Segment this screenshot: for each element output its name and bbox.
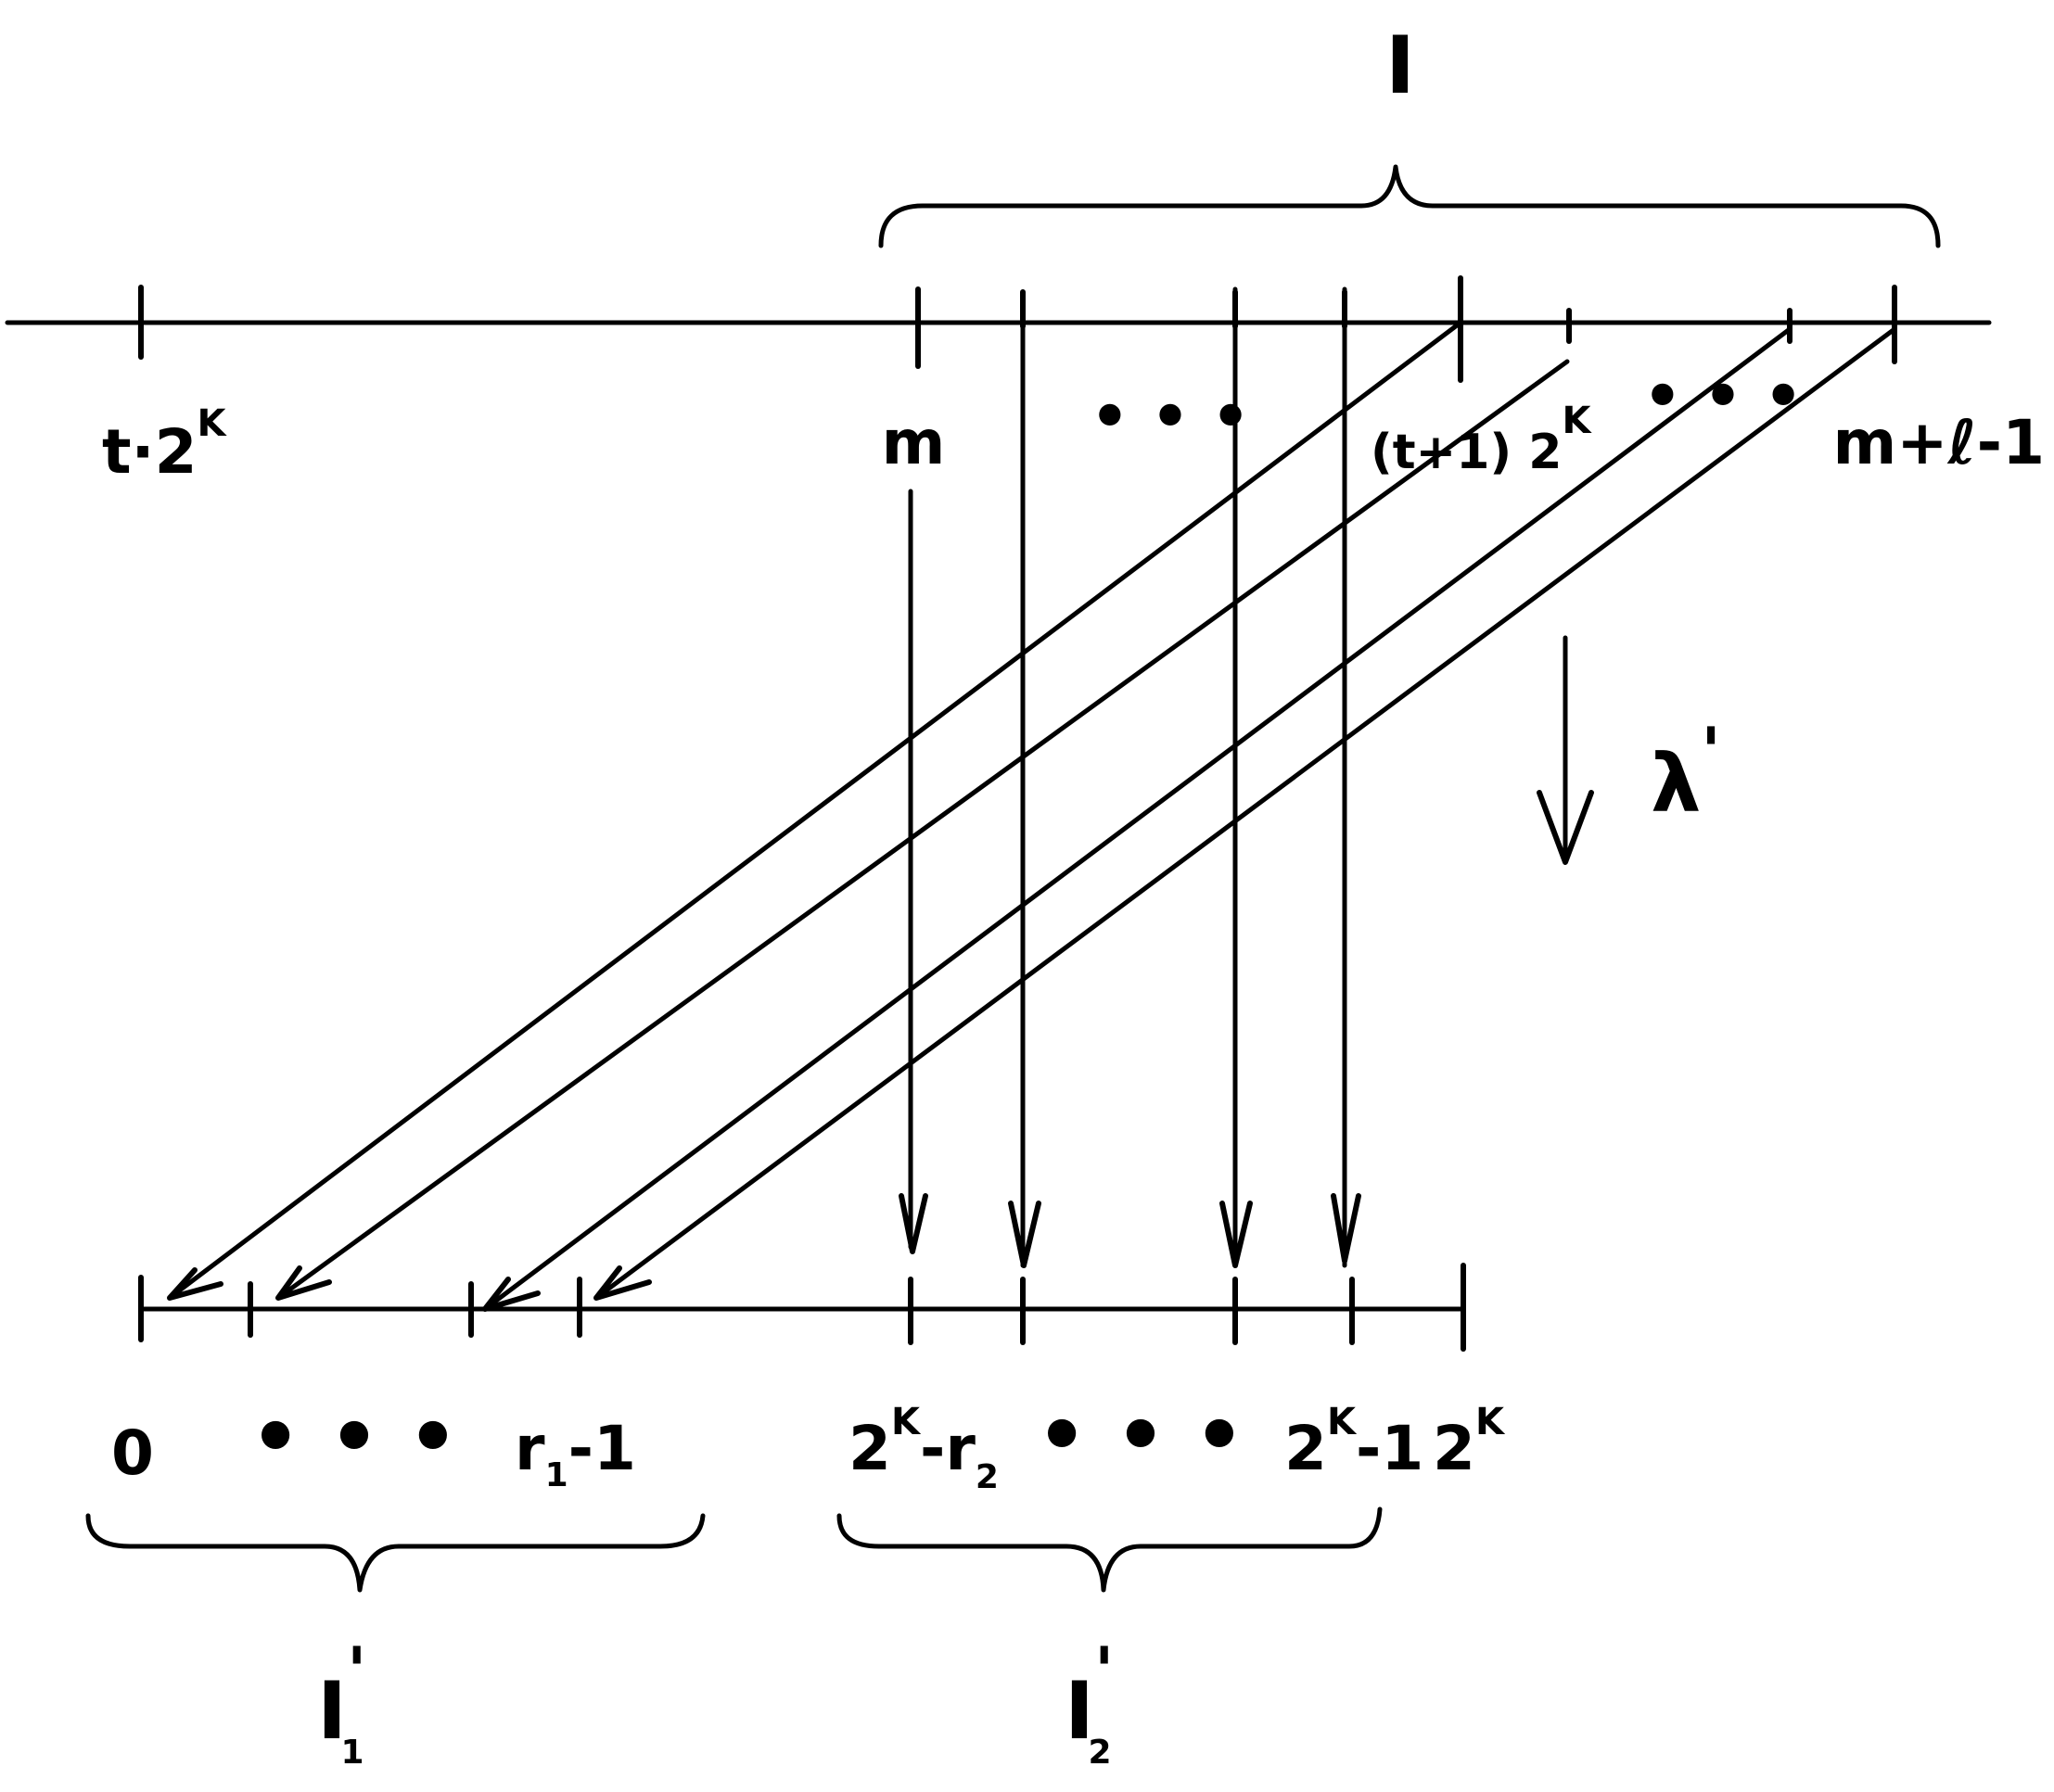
vertical-arrow-3-head bbox=[1219, 1201, 1253, 1268]
brace-1-label: I'1 bbox=[317, 1633, 366, 1772]
bottom-brace-2 bbox=[836, 1506, 1383, 1593]
label-dots-bottom-left: • • • bbox=[250, 1392, 459, 1484]
label-2k-minus-1: 2K-1 bbox=[1284, 1401, 1423, 1484]
label-zero: 0 bbox=[111, 1417, 154, 1489]
label-t1-2k: (t+1) 2K bbox=[1371, 400, 1592, 480]
diagonal-arrow-3 bbox=[482, 326, 1792, 1312]
diagonal-arrow-1 bbox=[167, 320, 1463, 1301]
top-brace-label: I bbox=[1385, 19, 1415, 112]
label-2k-minus-r2: 2K-r2 bbox=[848, 1401, 999, 1496]
label-dots-top-left: • • • bbox=[1091, 381, 1251, 452]
bottom-brace-1 bbox=[85, 1513, 706, 1593]
diagonal-arrow-1-head bbox=[167, 1267, 223, 1301]
diagonal-arrow-4-head bbox=[593, 1265, 652, 1301]
label-r1-minus-1: r1-1 bbox=[515, 1413, 636, 1494]
label-t2k: t·2K bbox=[102, 402, 228, 488]
diagonal-arrow-2-head bbox=[275, 1265, 332, 1301]
lambda-label: λ' bbox=[1651, 714, 1721, 831]
lambda-arrow-head bbox=[1537, 790, 1594, 865]
vertical-arrow-2-head bbox=[1008, 1201, 1041, 1268]
label-2k: 2K bbox=[1433, 1401, 1506, 1484]
diagonal-arrow-3-head bbox=[482, 1277, 541, 1312]
top-brace bbox=[878, 164, 1941, 248]
diagonal-arrow-2 bbox=[275, 359, 1570, 1301]
brace-2-label: I'2 bbox=[1065, 1633, 1114, 1772]
label-dots-bottom-right: • • • bbox=[1037, 1390, 1245, 1482]
label-m: m bbox=[882, 407, 946, 478]
label-m-l-1: m+ℓ-1 bbox=[1832, 407, 2045, 478]
vertical-arrow-1-head bbox=[899, 1193, 928, 1254]
vertical-arrow-4-head bbox=[1331, 1193, 1361, 1264]
diagonal-arrow-4 bbox=[593, 326, 1897, 1301]
